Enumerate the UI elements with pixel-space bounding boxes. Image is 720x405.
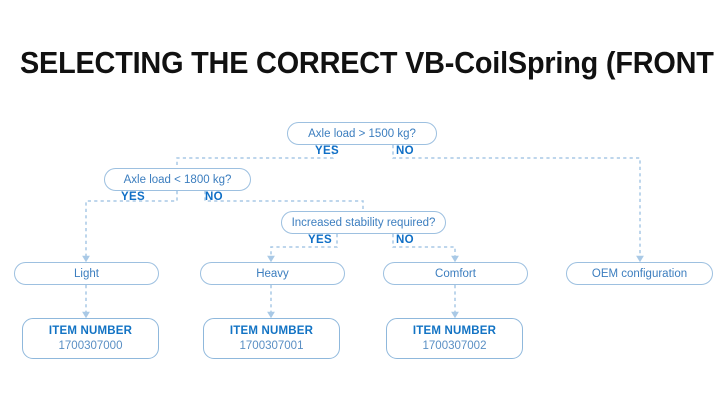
item-number-label: ITEM NUMBER — [412, 324, 497, 337]
item-number-box-comfort[interactable]: ITEM NUMBER 1700307002 — [386, 318, 523, 359]
item-number-value: 1700307002 — [422, 339, 487, 352]
item-number-box-light[interactable]: ITEM NUMBER 1700307000 — [22, 318, 159, 359]
connector-d1-yes — [176, 145, 334, 167]
item-number-label: ITEM NUMBER — [229, 324, 314, 337]
result-heavy[interactable]: Heavy — [200, 262, 345, 285]
result-oem-configuration[interactable]: OEM configuration — [566, 262, 713, 285]
item-number-value: 1700307000 — [58, 339, 123, 352]
connector-d2-no — [204, 191, 364, 210]
item-number-label: ITEM NUMBER — [48, 324, 133, 337]
item-number-box-heavy[interactable]: ITEM NUMBER 1700307001 — [203, 318, 340, 359]
decision-axle-load-1500[interactable]: Axle load > 1500 kg? — [287, 122, 437, 145]
decision-axle-load-1800[interactable]: Axle load < 1800 kg? — [104, 168, 251, 191]
page-title: SELECTING THE CORRECT VB-CoilSpring (FRO… — [20, 45, 720, 80]
branch-label-d2-no: NO — [205, 191, 223, 203]
item-number-value: 1700307001 — [239, 339, 304, 352]
result-light[interactable]: Light — [14, 262, 159, 285]
connector-d1-no — [392, 145, 644, 263]
branch-label-d2-yes: YES — [121, 191, 145, 203]
connector-d3-yes — [267, 234, 338, 263]
branch-label-d1-no: NO — [396, 145, 414, 157]
branch-label-d3-yes: YES — [308, 234, 332, 246]
branch-label-d1-yes: YES — [315, 145, 339, 157]
result-comfort[interactable]: Comfort — [383, 262, 528, 285]
connector-d2-yes — [82, 191, 178, 263]
branch-label-d3-no: NO — [396, 234, 414, 246]
decision-increased-stability[interactable]: Increased stability required? — [281, 211, 446, 234]
connector-d3-no — [392, 234, 459, 263]
